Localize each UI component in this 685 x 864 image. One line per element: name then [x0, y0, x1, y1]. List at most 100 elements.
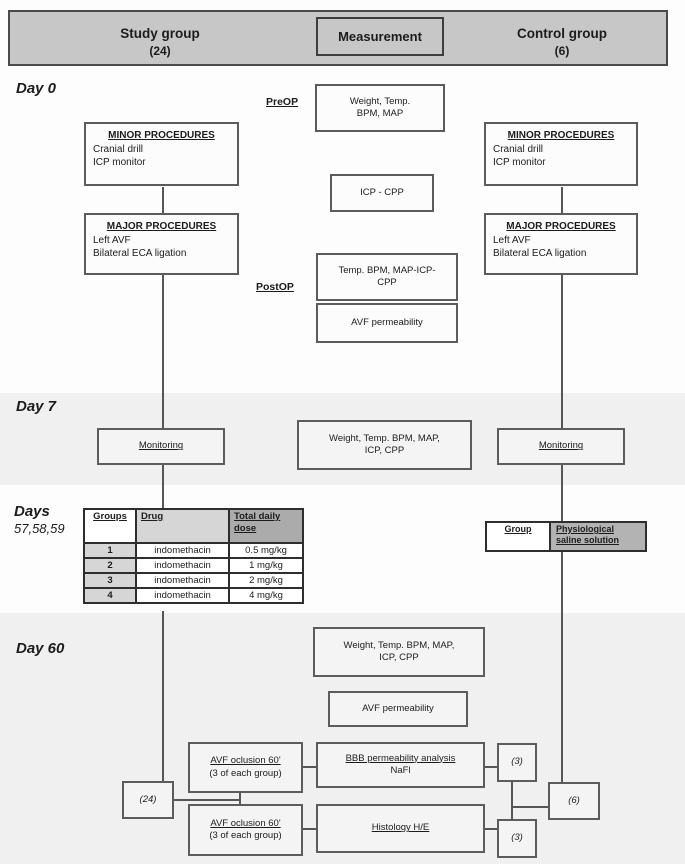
control-monitoring-box: Monitoring: [497, 428, 625, 465]
box-subtitle: (3 of each group): [209, 767, 282, 779]
control-group-header: Control group (6): [462, 26, 662, 60]
box-text: Monitoring: [138, 440, 184, 452]
days-57-59-label: Days 57,58,59: [14, 503, 65, 538]
control-total-count-box: (6): [548, 782, 600, 820]
box-line: Bilateral ECA ligation: [493, 248, 587, 259]
preop-measures-box: Weight, Temp. BPM, MAP: [315, 84, 445, 132]
count-text: (6): [568, 794, 580, 806]
box-title: BBB permeability analysis: [345, 752, 456, 764]
saline-cell: Physiological saline solution: [549, 521, 647, 552]
box-subtitle: NaFl: [390, 765, 411, 776]
box-line: Left AVF: [93, 235, 131, 246]
dose-cell: 2 mg/kg: [228, 572, 304, 589]
group-number-cell: 1: [83, 542, 137, 559]
table-row: Group Physiological saline solution: [485, 521, 647, 552]
box-text: AVF permeability: [362, 702, 434, 714]
box-title: AVF oclusion 60': [210, 755, 281, 767]
bbb-count-box: (3): [497, 743, 537, 782]
connector-line: [162, 611, 164, 781]
dose-cell: 1 mg/kg: [228, 557, 304, 574]
preop-label: PreOP: [266, 96, 299, 108]
box-text: Weight, Temp. BPM, MAP: [349, 95, 411, 119]
avf-permeability-box-day60: AVF permeability: [328, 691, 468, 727]
dose-cell: 4 mg/kg: [228, 587, 304, 604]
connector-line: [239, 793, 241, 804]
connector-line: [561, 552, 563, 782]
connector-line: [162, 275, 164, 428]
postop-label: PostOP: [256, 281, 294, 293]
drug-cell: indomethacin: [135, 572, 230, 589]
connector-line: [303, 828, 316, 830]
study-group-count: (24): [149, 43, 171, 58]
study-group-header: Study group (24): [60, 26, 260, 60]
drug-cell: indomethacin: [135, 587, 230, 604]
control-major-procedures-box: MAJOR PROCEDURES Left AVF Bilateral ECA …: [484, 213, 638, 275]
connector-line: [174, 799, 241, 801]
dose-table-header-row: Groups Drug Total daily dose: [83, 508, 304, 544]
connector-line: [561, 187, 563, 213]
control-group-table: Group Physiological saline solution: [485, 521, 647, 552]
drug-cell: indomethacin: [135, 557, 230, 574]
box-title: MAJOR PROCEDURES: [106, 221, 217, 232]
box-text: Temp. BPM, MAP-ICP- CPP: [338, 264, 436, 288]
control-minor-procedures-box: MINOR PROCEDURES Cranial drill ICP monit…: [484, 122, 638, 186]
dose-table-header-drug: Drug: [135, 508, 230, 544]
count-text: (3): [511, 756, 523, 768]
connector-line: [511, 806, 548, 808]
box-line: Cranial drill: [93, 144, 144, 155]
box-title: MINOR PROCEDURES: [108, 130, 215, 141]
table-row: 1 indomethacin 0.5 mg/kg: [83, 542, 304, 559]
bbb-permeability-box: BBB permeability analysis NaFl: [316, 742, 485, 788]
control-table-header: Group: [485, 521, 551, 552]
box-line: Left AVF: [493, 235, 531, 246]
connector-line: [303, 766, 316, 768]
drug-cell: indomethacin: [135, 542, 230, 559]
study-major-procedures-box: MAJOR PROCEDURES Left AVF Bilateral ECA …: [84, 213, 239, 275]
control-group-title: Control group: [517, 26, 607, 41]
day0-label: Day 0: [16, 80, 57, 97]
connector-line: [162, 187, 164, 213]
measurement-header-box: Measurement: [316, 17, 444, 56]
box-title: MINOR PROCEDURES: [507, 130, 615, 141]
group-number-cell: 3: [83, 572, 137, 589]
day7-measures-box: Weight, Temp. BPM, MAP, ICP, CPP: [297, 420, 472, 470]
dose-table-header-dose: Total daily dose: [228, 508, 304, 544]
days-label-numbers: 57,58,59: [14, 521, 65, 537]
box-line: Bilateral ECA ligation: [93, 248, 187, 259]
study-group-title: Study group: [120, 26, 200, 41]
study-total-count-box: (24): [122, 781, 174, 819]
group-number-cell: 2: [83, 557, 137, 574]
histology-count-box: (3): [497, 819, 537, 858]
table-row: 2 indomethacin 1 mg/kg: [83, 557, 304, 574]
dose-table-header-groups: Groups: [83, 508, 137, 544]
count-text: (24): [139, 793, 157, 805]
table-row: 4 indomethacin 4 mg/kg: [83, 587, 304, 604]
box-title: Histology H/E: [371, 822, 430, 834]
box-title: AVF oclusion 60': [210, 817, 281, 829]
avf-occlusion-box-top: AVF oclusion 60' (3 of each group): [188, 742, 303, 793]
avf-occlusion-box-bottom: AVF oclusion 60' (3 of each group): [188, 804, 303, 856]
box-text: Monitoring: [538, 440, 584, 452]
table-row: 3 indomethacin 2 mg/kg: [83, 572, 304, 589]
control-group-count: (6): [554, 43, 570, 58]
day60-label: Day 60: [16, 640, 65, 657]
study-minor-procedures-box: MINOR PROCEDURES Cranial drill ICP monit…: [84, 122, 239, 186]
day60-measures-box: Weight, Temp. BPM, MAP, ICP, CPP: [313, 627, 485, 677]
avf-permeability-box-day0: AVF permeability: [316, 303, 458, 343]
box-text: Weight, Temp. BPM, MAP, ICP, CPP: [343, 639, 455, 663]
box-text: ICP - CPP: [360, 186, 404, 198]
icp-cpp-box: ICP - CPP: [330, 174, 434, 212]
box-line: ICP monitor: [493, 157, 546, 168]
dose-cell: 0.5 mg/kg: [228, 542, 304, 559]
study-monitoring-box: Monitoring: [97, 428, 225, 465]
days-label-word: Days: [14, 503, 50, 520]
postop-measures-box: Temp. BPM, MAP-ICP- CPP: [316, 253, 458, 301]
group-number-cell: 4: [83, 587, 137, 604]
count-text: (3): [511, 832, 523, 844]
connector-line: [485, 766, 497, 768]
box-line: Cranial drill: [493, 144, 544, 155]
box-text: AVF permeability: [351, 316, 423, 328]
box-subtitle: (3 of each group): [209, 830, 282, 841]
box-line: ICP monitor: [93, 157, 146, 168]
